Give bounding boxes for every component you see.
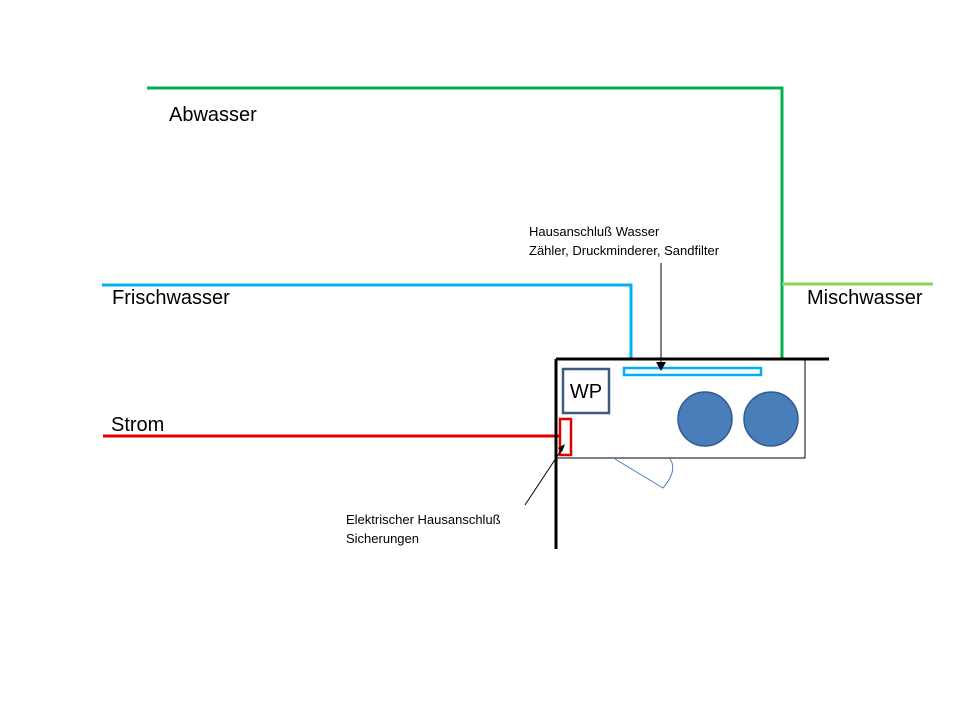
water-callout-line2: Zähler, Druckminderer, Sandfilter — [529, 243, 720, 258]
electric-callout-line2: Sicherungen — [346, 531, 419, 546]
room-outline — [556, 360, 806, 459]
electric-callout-line1: Elektrischer Hausanschluß — [346, 512, 501, 527]
frischwasser-label: Frischwasser — [112, 287, 230, 309]
storage-tank-right — [743, 391, 799, 447]
heat-pump-box — [561, 367, 611, 415]
frischwasser-line — [102, 283, 633, 360]
water-meter-bar — [622, 366, 763, 377]
storage-tank-left — [677, 391, 733, 447]
mischwasser-label: Mischwasser — [807, 287, 923, 309]
electric-callout-arrowhead — [558, 444, 565, 452]
electrical-connection-box — [558, 417, 573, 457]
water-callout-arrowhead — [656, 362, 666, 371]
abwasser-line — [147, 86, 784, 360]
electric-callout-line — [524, 445, 565, 506]
door-swing-arc — [614, 458, 674, 489]
strom-label: Strom — [111, 414, 164, 436]
water-callout-line1: Hausanschluß Wasser — [529, 224, 660, 239]
abwasser-label: Abwasser — [169, 104, 257, 126]
heat-pump-label: WP — [570, 381, 602, 403]
